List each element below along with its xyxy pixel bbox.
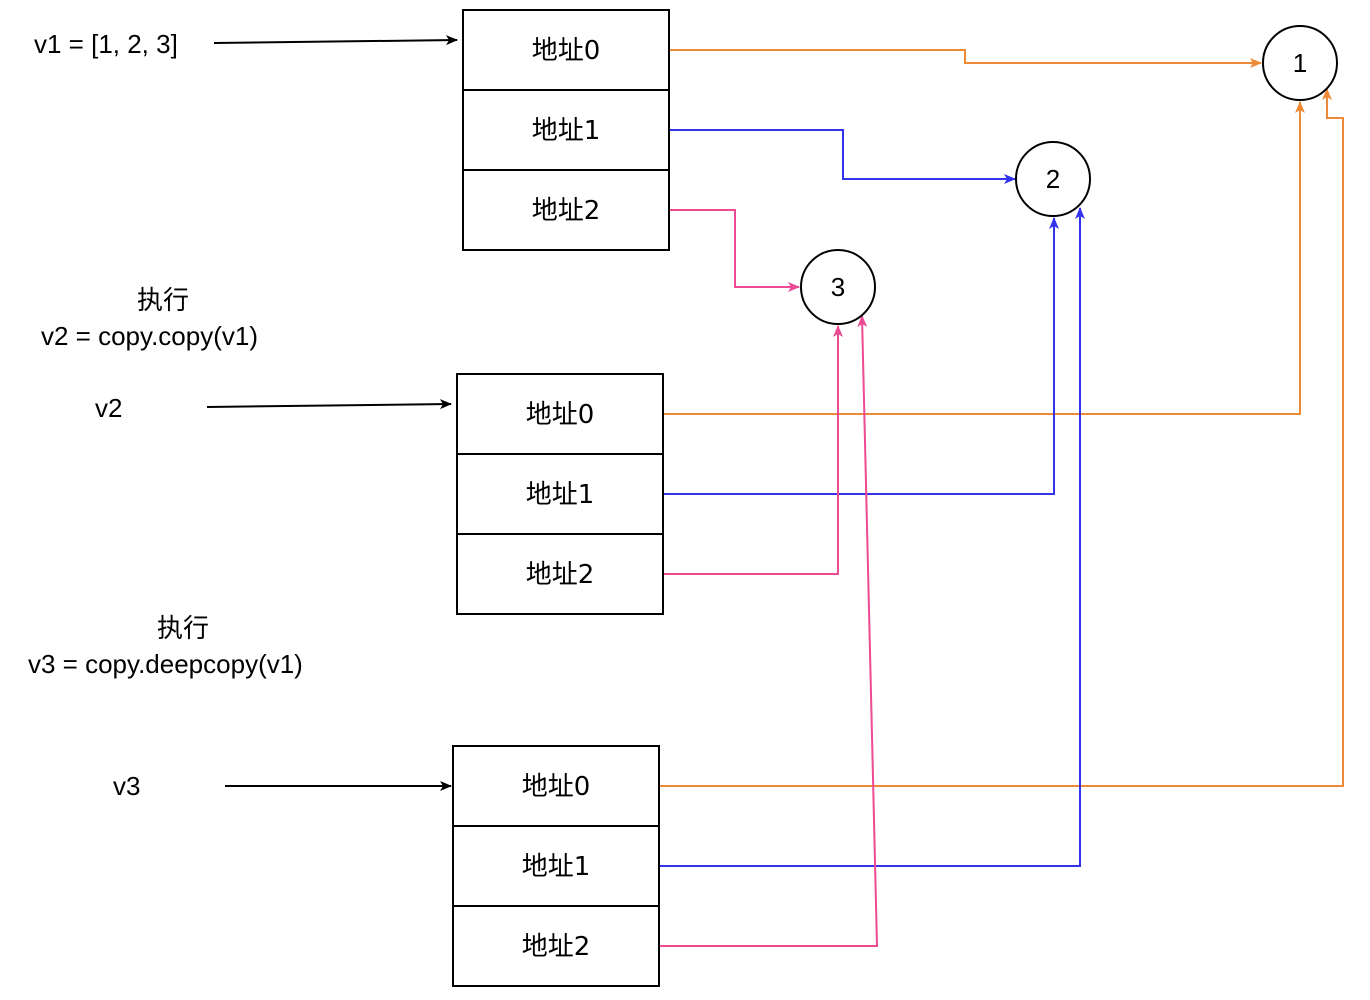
edge-v3-addr2-to-3 bbox=[659, 315, 879, 947]
cell-label: 地址2 bbox=[522, 932, 591, 962]
cell-label: 地址0 bbox=[526, 400, 595, 430]
list-cell bbox=[452, 905, 660, 987]
value-label: 1 bbox=[1293, 48, 1307, 78]
value-label: 3 bbox=[831, 272, 845, 302]
list-cell bbox=[456, 533, 664, 615]
edge-v3-addr0-to-1 bbox=[659, 88, 1344, 787]
list-v1: 地址0 地址1 地址2 bbox=[462, 9, 670, 251]
v2-name-label: v2 bbox=[95, 393, 123, 423]
list-v3: 地址0 地址1 地址2 bbox=[452, 745, 660, 987]
list-cell bbox=[456, 453, 664, 535]
value-circle bbox=[800, 249, 876, 325]
step3-code-label: v3 = copy.deepcopy(v1) bbox=[28, 649, 303, 679]
v2-pointer-arrow bbox=[206, 399, 452, 410]
v1-pointer-arrow bbox=[213, 35, 458, 46]
step2-verb-label: 执行 bbox=[137, 285, 190, 315]
edge-v2-addr0-to-1 bbox=[663, 101, 1305, 415]
value-node-1: 1 bbox=[1262, 25, 1338, 101]
v1-declaration-label: v1 = [1, 2, 3] bbox=[34, 29, 178, 59]
v3-name-label: v3 bbox=[113, 771, 141, 801]
edge-v1-addr1-to-2 bbox=[669, 129, 1016, 184]
list-v2: 地址0 地址1 地址2 bbox=[456, 373, 664, 615]
value-label: 2 bbox=[1046, 164, 1060, 194]
value-circle bbox=[1262, 25, 1338, 101]
cell-label: 地址0 bbox=[522, 772, 591, 802]
list-cell bbox=[452, 825, 660, 907]
list-cell bbox=[456, 373, 664, 455]
edge-v2-addr2-to-3 bbox=[663, 325, 843, 575]
cell-label: 地址0 bbox=[532, 36, 601, 66]
cell-label: 地址1 bbox=[532, 116, 601, 146]
step2-code-label: v2 = copy.copy(v1) bbox=[41, 321, 259, 351]
edge-v1-addr2-to-3 bbox=[669, 209, 800, 292]
value-node-2: 2 bbox=[1015, 141, 1091, 217]
cell-label: 地址1 bbox=[526, 480, 595, 510]
value-circle bbox=[1015, 141, 1091, 217]
edge-v1-addr0-to-1 bbox=[669, 49, 1262, 68]
cell-label: 地址2 bbox=[526, 560, 595, 590]
value-node-3: 3 bbox=[800, 249, 876, 325]
cell-label: 地址1 bbox=[522, 852, 591, 882]
list-cell bbox=[462, 89, 670, 171]
cell-label: 地址2 bbox=[532, 196, 601, 226]
list-cell bbox=[452, 745, 660, 827]
edge-v3-addr1-to-2 bbox=[659, 207, 1085, 867]
edge-v2-addr1-to-2 bbox=[663, 217, 1059, 495]
step3-verb-label: 执行 bbox=[157, 613, 210, 643]
list-cell bbox=[462, 169, 670, 251]
list-cell bbox=[462, 9, 670, 91]
